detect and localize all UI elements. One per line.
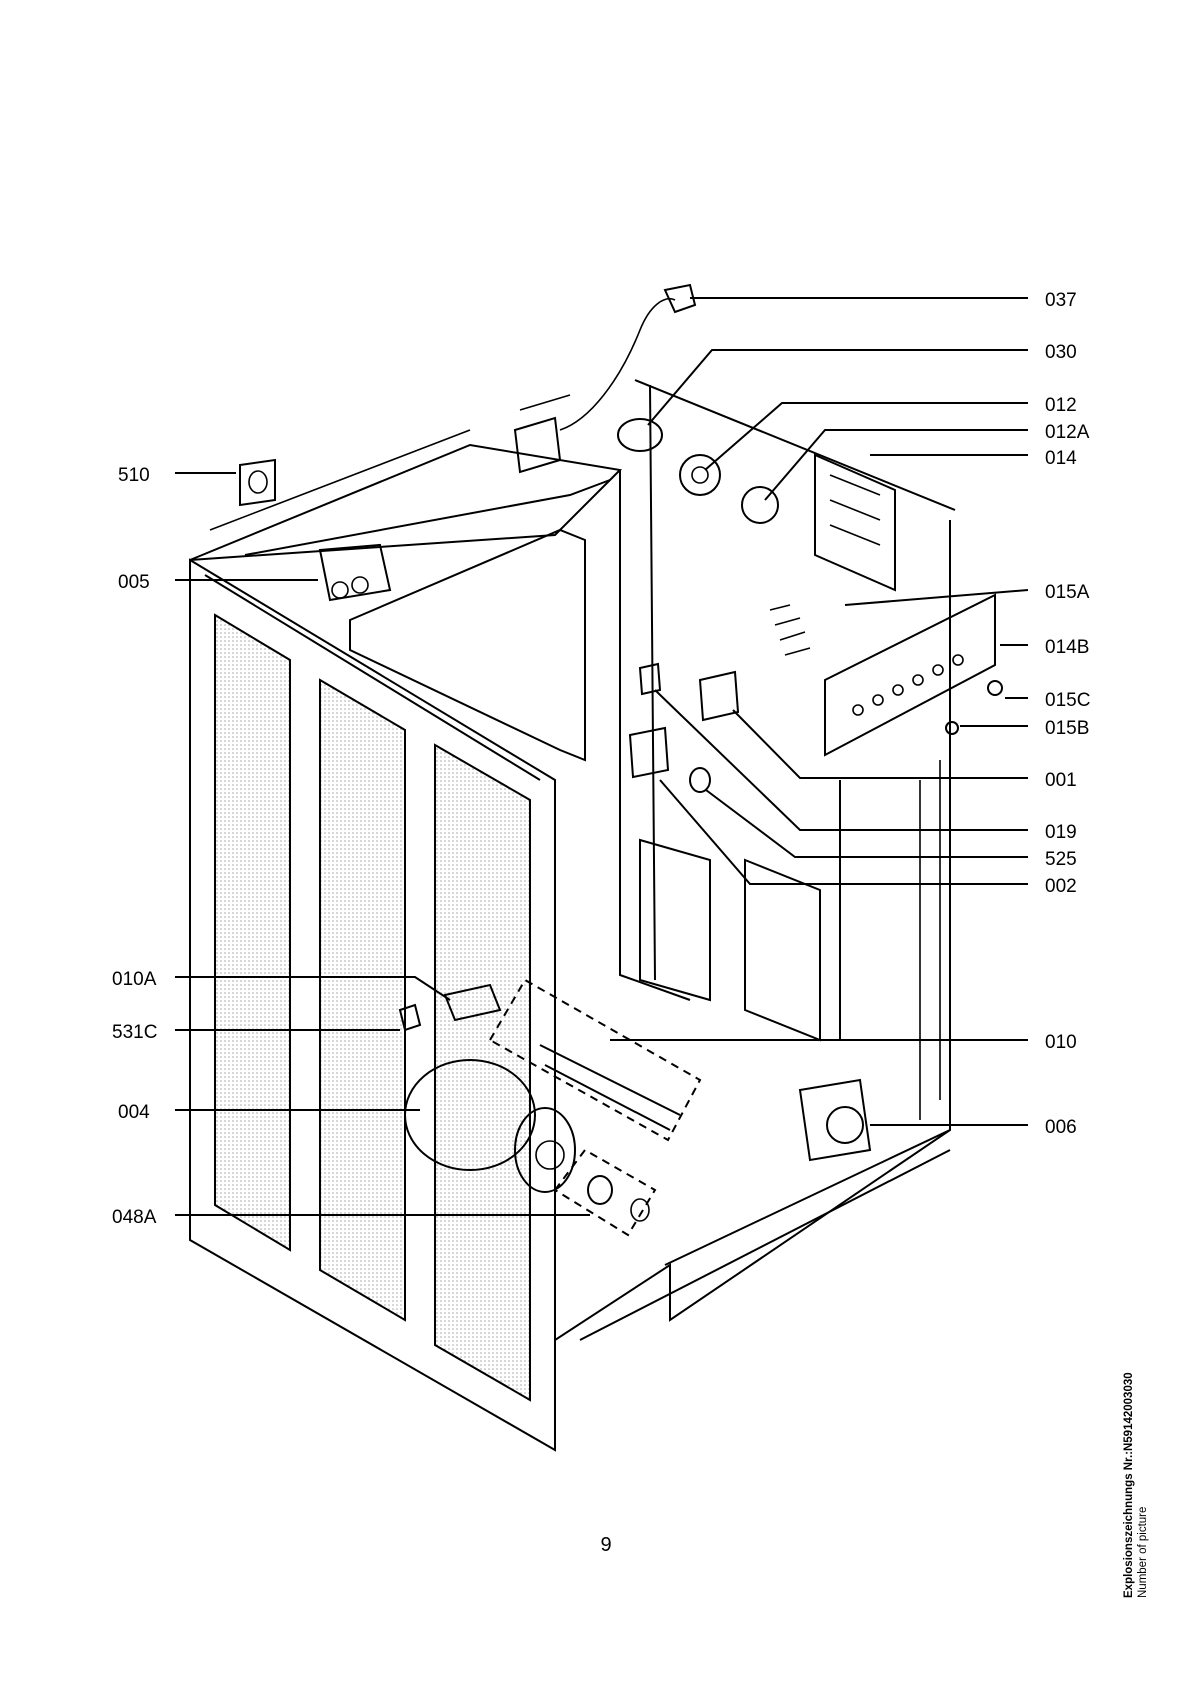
part-label: 001: [1045, 770, 1077, 791]
part-label: 510: [118, 465, 150, 486]
knob-icon: [987, 680, 1003, 696]
part-labels: 037 030 012 012A 014 510 005 015A 014B 0…: [112, 290, 1090, 1228]
leader-lines: [175, 297, 1029, 1216]
pump-icon: [798, 1078, 872, 1162]
part-label: 006: [1045, 1117, 1077, 1138]
mains-cable-icon: [559, 298, 676, 431]
knob-small-icon: [945, 721, 959, 735]
part-label: 525: [1045, 849, 1077, 870]
motor-icon: [404, 1059, 536, 1171]
picture-number-text: Explosionszeichnungs Nr.:N5914200303​0: [1123, 1372, 1135, 1598]
solenoid-valve-icon: [318, 543, 392, 602]
components-drawing: [239, 283, 1003, 1237]
door-lock-icon: [698, 670, 740, 722]
part-label: 014: [1045, 448, 1077, 469]
part-label: 048A: [112, 1207, 157, 1228]
page-number: 9: [600, 1534, 612, 1556]
picture-number-caption: Number of picture: [1137, 1506, 1149, 1598]
part-label: 014B: [1045, 637, 1089, 658]
part-label: 015C: [1045, 690, 1090, 711]
part-label: 004: [118, 1102, 150, 1123]
part-label: 010: [1045, 1032, 1077, 1053]
part-label: 012: [1045, 395, 1077, 416]
cap-icon: [239, 458, 276, 507]
part-label: 037: [1045, 290, 1077, 311]
part-label: 012A: [1045, 422, 1090, 443]
control-panel-icon: [824, 593, 996, 757]
part-label: 019: [1045, 822, 1077, 843]
cabinet-drawing: [189, 379, 956, 1452]
part-label: 010A: [112, 969, 157, 990]
electronic-board-icon: [814, 453, 896, 592]
selector-switch-icon: [628, 726, 670, 779]
part-label: 030: [1045, 342, 1077, 363]
pressure-switch-icon: [741, 486, 779, 524]
programmer-icon: [679, 454, 721, 496]
part-label: 002: [1045, 876, 1077, 897]
capacitor-icon: [617, 418, 663, 452]
part-label: 005: [118, 572, 150, 593]
part-label: 015B: [1045, 718, 1089, 739]
part-label: 015A: [1045, 582, 1090, 603]
part-label: 531C: [112, 1022, 157, 1043]
